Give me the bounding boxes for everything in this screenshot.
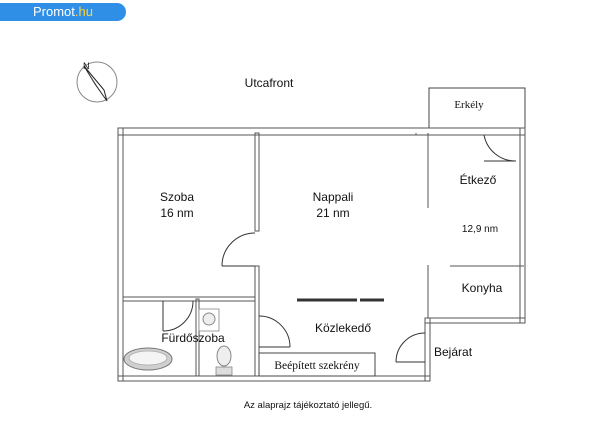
room-etkezo-name: Étkező xyxy=(460,172,497,187)
promot-logo-badge[interactable]: Promot.hu xyxy=(0,3,126,21)
room-szoba-area: 16 nm xyxy=(160,206,193,220)
sink-icon xyxy=(198,308,220,332)
entrance-label: Bejárat xyxy=(434,345,473,359)
compass-letter: N xyxy=(83,61,90,71)
room-nappali-area: 21 nm xyxy=(316,206,349,220)
disclaimer-note: Az alaprajz tájékoztató jellegű. xyxy=(244,400,372,411)
room-beepitett-label: Beépített szekrény xyxy=(274,360,360,372)
room-labels: Szoba 16 nm Nappali 21 nm Étkező 12,9 nm… xyxy=(160,172,503,359)
brand-name: Promot xyxy=(33,4,75,19)
room-furdoszoba-name: Fürdőszoba xyxy=(161,331,225,345)
room-nappali-name: Nappali xyxy=(313,190,354,204)
bathtub-icon xyxy=(123,347,173,371)
room-konyha-name: Konyha xyxy=(462,281,503,295)
room-etkezo-area: 12,9 nm xyxy=(462,224,498,235)
built-in-wardrobe: Beépített szekrény xyxy=(258,352,376,377)
doors xyxy=(162,134,517,363)
balcony: Erkély xyxy=(428,87,526,128)
room-erkely-label: Erkély xyxy=(454,99,484,111)
interior-walls xyxy=(122,132,524,377)
compass-north-icon: N xyxy=(76,61,118,103)
brand-suffix: .hu xyxy=(74,4,93,19)
street-front-label: Utcafront xyxy=(245,76,294,90)
toilet-icon xyxy=(215,345,233,376)
room-szoba-name: Szoba xyxy=(160,190,194,204)
room-kozlekedo-name: Közlekedő xyxy=(315,321,371,335)
